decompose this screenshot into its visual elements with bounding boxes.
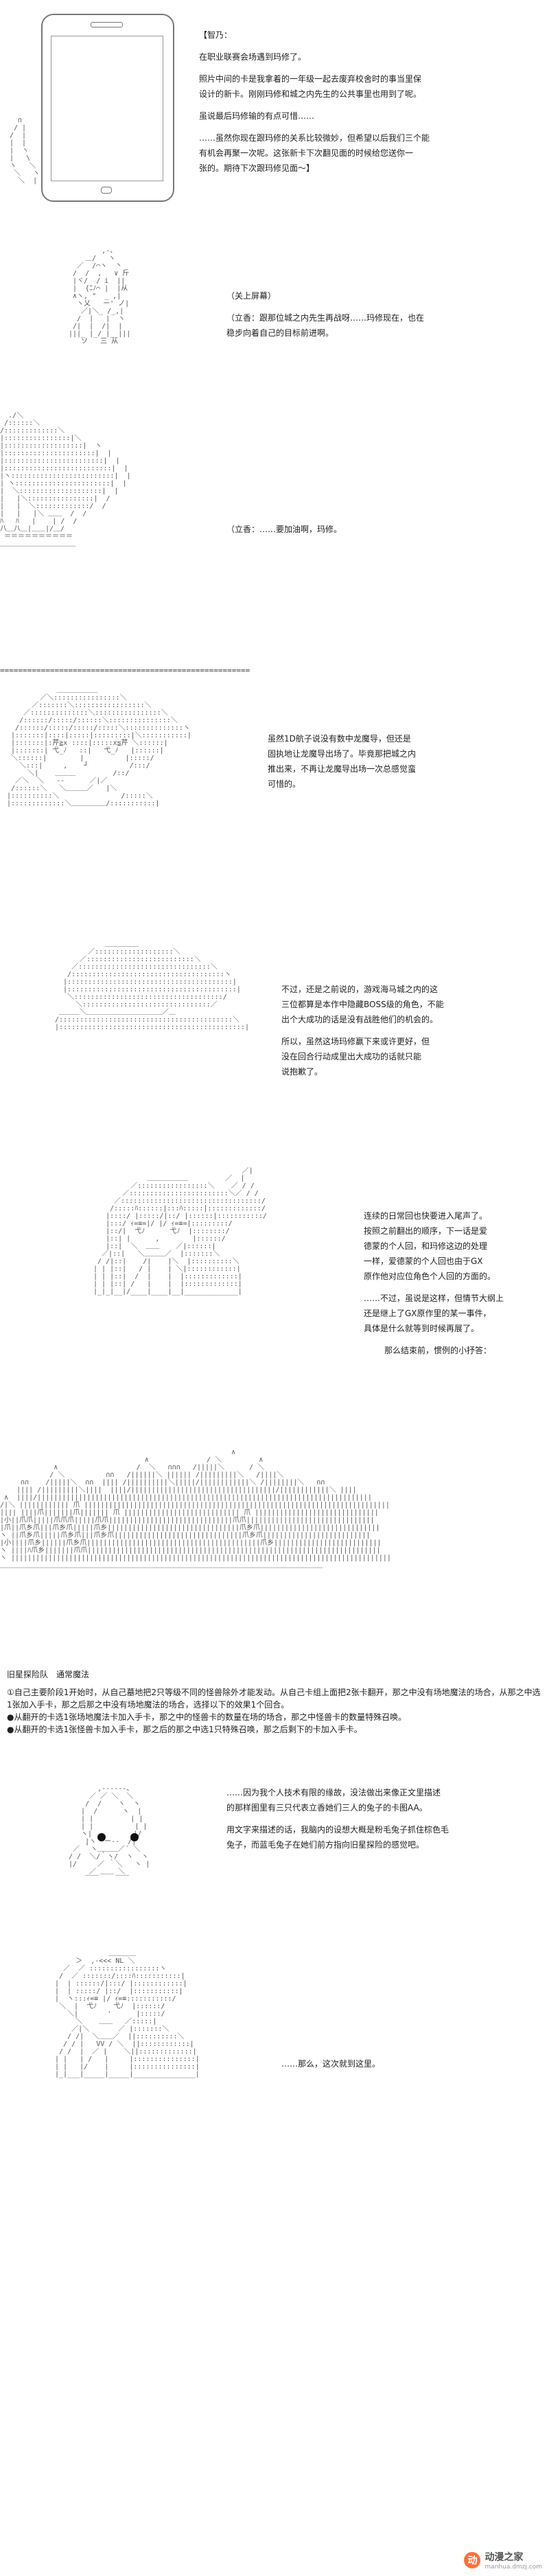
speaker-label: 【智乃： (199, 30, 233, 40)
dialogue-line: ……不过，虽说是这样，但情节大纲上 (364, 1293, 504, 1303)
dialogue-line: 用文字来描述的话，我脑内的设想大概是粉毛兔子抓住棕色毛 (226, 1825, 449, 1835)
dialogue-line: 的那样图里有三只代表立香她们三人的兔子的卡图AA。 (226, 1803, 428, 1813)
panel-8-text: ……因为我个人技术有限的缘故，没法做出来像正文里描述 的那样图里有三只代表立香她… (226, 1785, 515, 1852)
dialogue-line: 连续的日常回也快要进入尾声了。 (364, 1211, 488, 1221)
dialogue-line: 虽说最后玛修输的有点可惜…… (199, 111, 315, 121)
dialogue-line: 说抱歉了。 (281, 1067, 323, 1077)
panel-3-text: （立香：……要加油啊，玛修。 (226, 522, 460, 537)
card-effect: ●从翻开的卡选1张怪兽卡加入手卡，那之后的那之中选1只特殊召唤，那之后剩下的卡加… (7, 1725, 362, 1734)
card-effect: ①自己主要阶段1开始时，从自己墓地把2只等级不同的怪兽除外才能发动。从自己卡组上… (7, 1688, 541, 1710)
phone-drawing (41, 14, 174, 202)
hand-ascii-art: ∩ / | / | | | | ヽ | \ ヽ ＼ ＼ ヽ ＼ | (10, 117, 40, 185)
panel-6-text: 连续的日常回也快要进入尾声了。 按照之前翻出的顺序，下一话是爱 德蒙的个人回，和… (364, 1208, 542, 1358)
dialogue-line: ……虽然你现在跟玛修的关系比较微妙，但希望以后我们三个能 (199, 133, 430, 143)
dialogue-line: 还是继上了GX原作里的某一事件， (364, 1309, 491, 1318)
dialogue-line: 按照之前翻出的顺序，下一话是爱 (364, 1226, 488, 1236)
dialogue-line: 虽然1D航子说没有数中龙魔导，但还是 (268, 734, 411, 744)
castle-ascii-art: ∧ ∧ / ＼ ∧ ∧ / ＼ ∩∩∩ /|||||＼ / ＼ / ＼ ∩∩ /… (0, 1449, 391, 1569)
dialogue-line: ……那么，这次就到这里。 (281, 2059, 381, 2069)
dialogue-line: 设计的新卡。刚刚玛修和城之内先生的公共事里也用到了呢。 (199, 89, 422, 99)
section-divider: ========================================… (0, 666, 250, 675)
dialogue-line: 三位都算是本作中隐藏BOSS级的角色，不能 (281, 1000, 444, 1009)
dialogue-line: 出个大成功的话是没有战胜他们的机会的。 (281, 1015, 439, 1024)
dialogue-line: 可惜的。 (268, 779, 301, 789)
site-url: manhua.dmzj.com (484, 2564, 542, 2571)
site-logo-icon: 动 (464, 2552, 481, 2568)
panel-2-text: （关上屏幕） （立香：跟那位城之内先生再战呀……玛修现在，也在 稳步向着自己的目… (226, 288, 460, 341)
panel-4-text: 虽然1D航子说没有数中龙魔导，但还是 固执地让龙魔导出场了。毕竟那把城之内 推出… (268, 731, 494, 792)
final-character-ascii-art: ＿＿＿＿ ＞ ,-<<< NL ＼ ／ ／ :::::::::::::::::ヽ… (55, 1950, 200, 2078)
character-ascii-art-back: ./＼ /::::::＼ /:::::::::::::＼ |::::::::::… (0, 412, 130, 548)
site-name: 动漫之家 (484, 2552, 524, 2563)
card-name: 旧星探险队 通常魔法 (7, 1670, 90, 1679)
dialogue-line: 照片中间的卡是我拿着的一年级一起去废弃校舍时的事当里保 (199, 74, 422, 84)
dialogue-line: 稳步向着自己的目标前进啊。 (226, 328, 334, 338)
dialogue-line: 具体是什么就等到时候再展了。 (364, 1324, 480, 1333)
dialogue-line: 兔子，而蓝毛兔子在她们前方指向旧星探险的感觉吧。 (226, 1840, 425, 1850)
dialogue-line: 一样，爱德蒙的个人回也由于GX (364, 1256, 483, 1266)
left-eye (97, 1833, 106, 1841)
dialogue-line: 在职业联赛会场遇到玛修了。 (199, 52, 307, 62)
dialogue-line: （立香：……要加油啊，玛修。 (226, 525, 342, 534)
dialogue-line: 那么结束前，惯例的小抒答： (384, 1346, 492, 1355)
dialogue-line: 不过，还是之前说的，游戏海马城之内的这 (281, 985, 439, 994)
dialogue-line: 德蒙的个人回，和玛修这边的处理 (364, 1241, 488, 1251)
bunny-character-ascii-art: ,-‐‐‐‐-、 ／ ／ ＼ ＼ / / ヽ ヽ | / ヽ | | | | |… (69, 1785, 150, 1883)
dialogue-line: 所以，虽然这场玛修赢下来或许更好，但 (281, 1037, 430, 1046)
dialogue-line: （立香：跟那位城之内先生再战呀……玛修现在，也在 (226, 313, 425, 323)
dialogue-line: 张的。期待下次跟玛修见面～】 (199, 163, 315, 173)
character-ascii-art-side: ＿＿＿＿＿ ／:::::::::::::::::::＼ ／:::::::::::… (55, 941, 249, 1031)
card-effect: ●从翻开的卡选1张场地魔法卡加入手卡，那之中的怪兽卡的数量在场的场合，那之中怪兽… (7, 1712, 407, 1722)
character-ascii-art-group: ／| ＿＿＿＿＿＿ ／ | ／:::::::::::::::::＼ ／ / / … (93, 1167, 267, 1296)
dialogue-line: ……因为我个人技术有限的缘故，没法做出来像正文里描述 (226, 1788, 441, 1797)
character-ascii-art-face: ＿＿＿＿＿＿ ／＼::::::::::::::::＼ ／:::::::＼::::… (7, 687, 191, 807)
caption: （关上屏幕） (226, 291, 277, 301)
panel-9-text: ……那么，这次就到这里。 (281, 2056, 487, 2071)
site-watermark: 动 动漫之家 manhua.dmzj.com (464, 2550, 542, 2571)
character-ascii-art: ,-、 ＿/ ヽ ／ /⌒ヽ 丶 / / , ∨ 斤 |ヾ/ / i || | … (69, 247, 131, 345)
right-eye (130, 1833, 139, 1841)
dialogue-line: 有机会再聚一次呢。这张新卡下次翻见面的时候给您送你一 (199, 148, 414, 158)
card-description: 旧星探险队 通常魔法 ①自己主要阶段1开始时，从自己墓地把2只等级不同的怪兽除外… (7, 1668, 542, 1736)
panel-5-text: 不过，还是之前说的，游戏海马城之内的这 三位都算是本作中隐藏BOSS级的角色，不… (281, 982, 508, 1079)
panel-1-text: 【智乃： 在职业联赛会场遇到玛修了。 照片中间的卡是我拿着的一年级一起去废弃校舍… (199, 27, 432, 176)
dialogue-line: 原作他对应位角色个人回的方面的。 (364, 1272, 496, 1281)
dialogue-line: 没在回合行动成里出大成功的话就只能 (281, 1052, 422, 1061)
dialogue-line: 固执地让龙魔导出场了。毕竟那把城之内 (268, 749, 417, 759)
dialogue-line: 推出来，不再让龙魔导出场一次总感觉蛮 (268, 764, 417, 774)
